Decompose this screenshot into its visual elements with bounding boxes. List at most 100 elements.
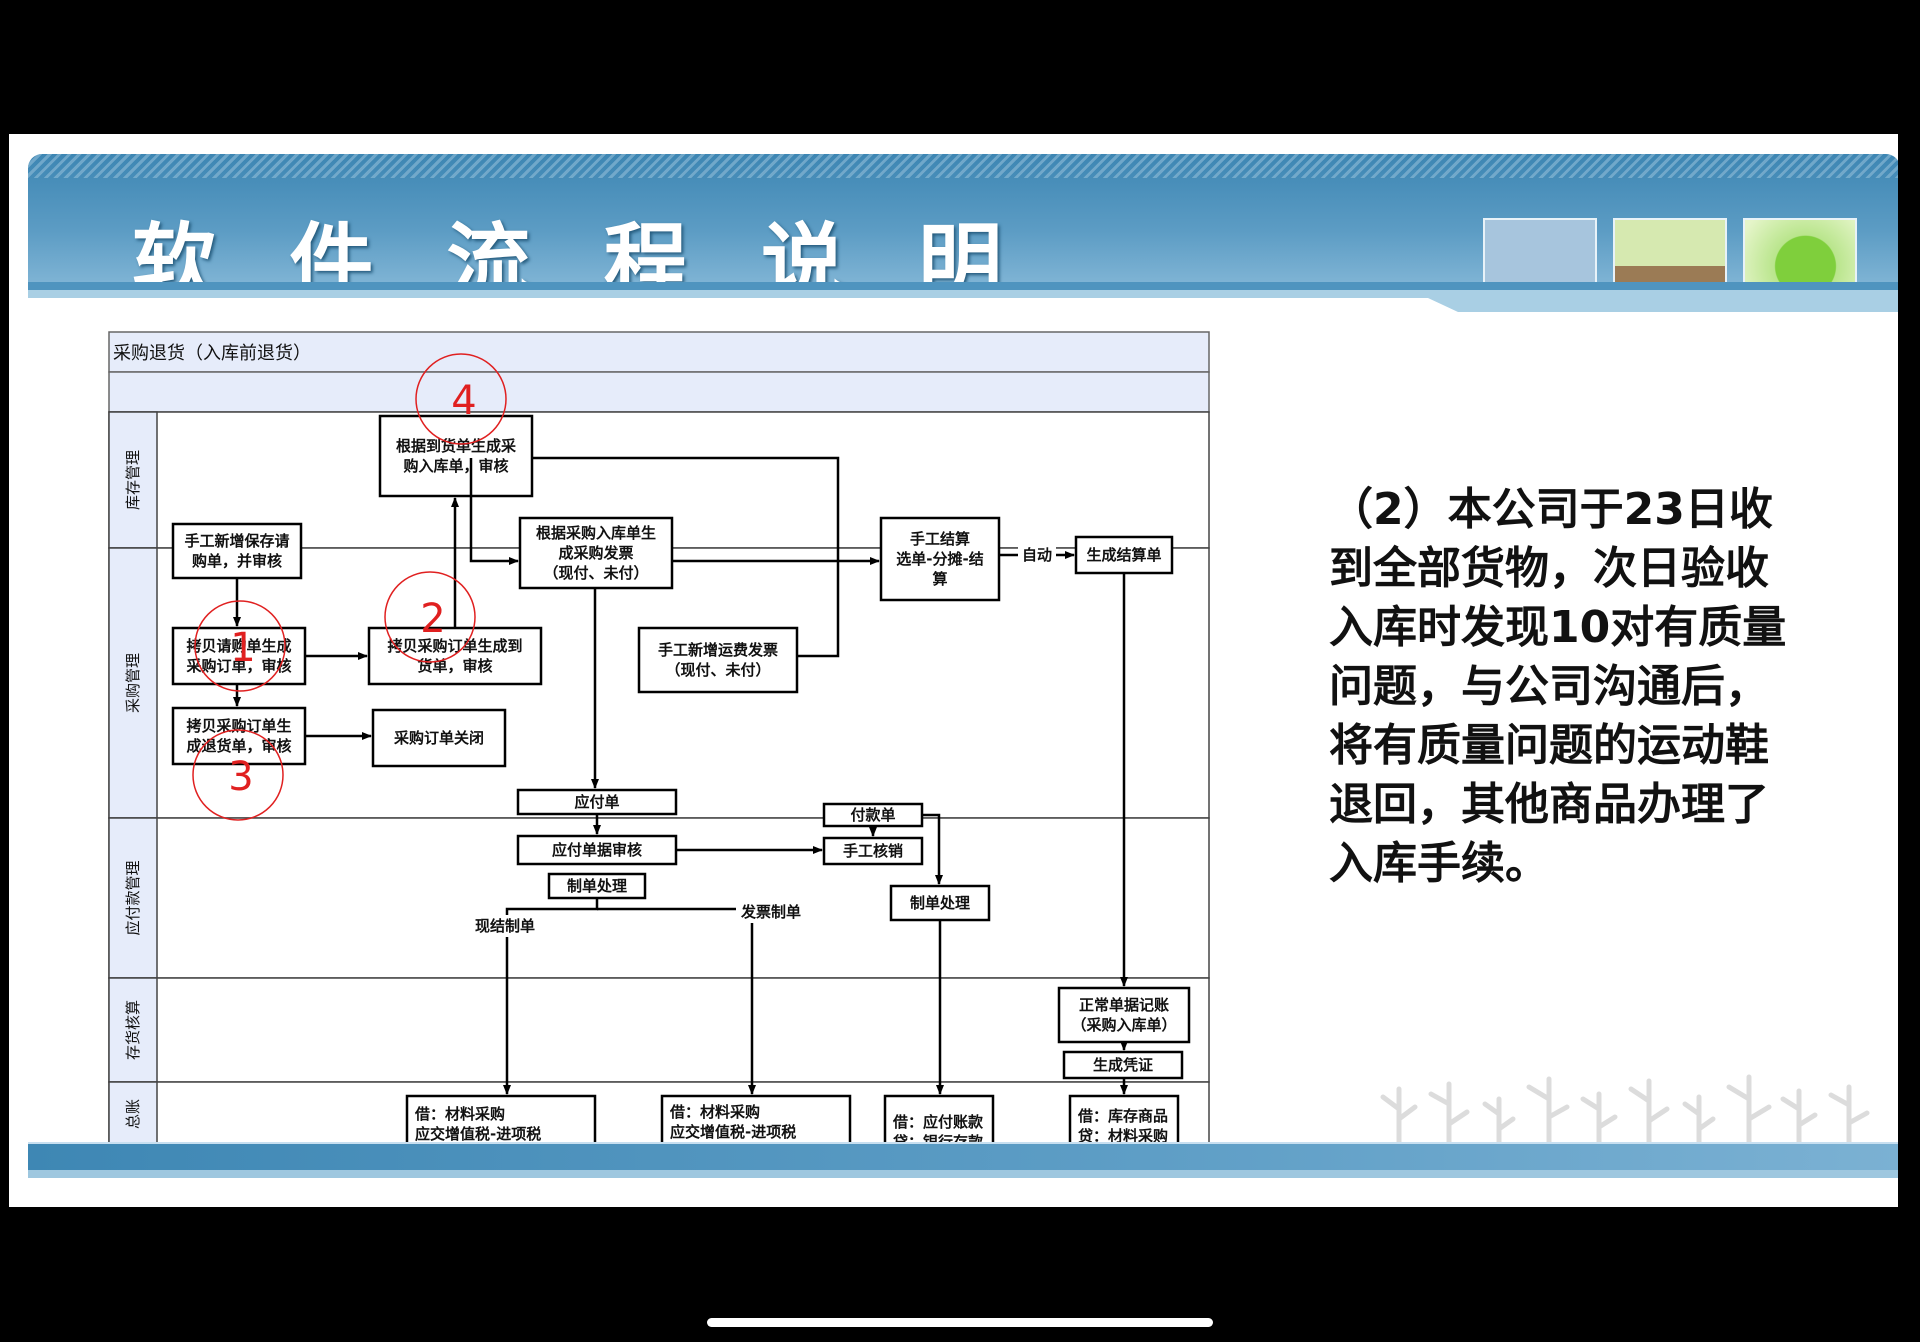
process-box-text: 生成结算单 — [1086, 546, 1161, 564]
process-box-text: 应付单据审核 — [552, 841, 642, 859]
edge-label: 发票制单 — [740, 903, 801, 921]
step-marker-number: 4 — [451, 378, 476, 424]
footer-line — [28, 1142, 1898, 1144]
process-box-text: 贷：材料采购 — [1078, 1127, 1168, 1145]
edge-label-bg — [1018, 544, 1056, 566]
process-box-text: 手工新增保存请 — [184, 532, 289, 550]
process-box — [660, 1094, 852, 1150]
process-box-text: 付款单 — [850, 806, 895, 824]
step-marker-circle — [384, 571, 476, 663]
process-box — [378, 414, 534, 498]
edge-label: 现结制单 — [475, 917, 535, 935]
connector-arrow — [469, 458, 519, 565]
edge-label-bg — [736, 901, 806, 923]
process-box-text: 选单-分摊-结 — [896, 550, 983, 568]
process-box-text: 拷贝采购订单生成到 — [387, 637, 522, 655]
step-marker-circle — [415, 353, 507, 445]
process-box-text: 借：材料采购 — [414, 1105, 505, 1123]
process-box-text: 根据到货单生成采 — [396, 437, 517, 455]
process-box — [405, 1094, 597, 1150]
footer-bar — [28, 1144, 1898, 1170]
process-box — [171, 706, 307, 766]
process-box — [371, 708, 507, 768]
process-box — [171, 626, 307, 686]
explanation-text: （2）本公司于23日收到全部货物，次日验收入库时发现10对有质量问题，与公司沟通… — [1329, 484, 1787, 889]
blue-square-image — [1483, 218, 1597, 282]
slide: 软 件 流 程 说 明 采购退货（入库前退货） 库存管理采购管理应付款管理存货核算… — [9, 134, 1898, 1207]
step-marker-number: 1 — [230, 625, 255, 671]
process-box-text: 购入库单，审核 — [403, 457, 508, 475]
process-box-text: （采购入库单） — [1071, 1016, 1176, 1034]
sprout-photo — [1613, 218, 1727, 282]
step-marker-number: 2 — [420, 596, 445, 642]
process-box-text: 正常单据记账 — [1079, 996, 1169, 1014]
process-box — [1057, 986, 1191, 1044]
process-box — [171, 522, 303, 580]
process-box — [1062, 1050, 1184, 1080]
swimlane-label: 存货核算 — [124, 1000, 142, 1060]
diagram-subheader-row — [108, 371, 1210, 413]
step-marker-circle — [192, 729, 284, 821]
plants-decoration — [1380, 1074, 1870, 1154]
step-marker-circle — [194, 600, 286, 692]
process-box-text: （现付、未付） — [665, 661, 770, 679]
process-box-text: 拷贝请购单生成 — [186, 637, 291, 655]
title-bar: 软 件 流 程 说 明 — [28, 154, 1898, 282]
process-box — [518, 516, 674, 590]
swimlane-header — [108, 817, 158, 979]
process-box-text: 拷贝采购订单生 — [186, 717, 291, 735]
swimlane — [108, 1081, 1210, 1147]
connector-arrow — [503, 898, 599, 1095]
slide-title: 软 件 流 程 说 明 — [132, 214, 1025, 282]
swimlane-header — [108, 547, 158, 819]
process-box-text: 借：应付账款 — [892, 1113, 984, 1131]
swimlane — [108, 977, 1210, 1083]
process-box-text: 应付单 — [574, 793, 619, 811]
swimlane-header — [108, 977, 158, 1083]
process-box-text: 根据采购入库单生 — [536, 524, 656, 542]
process-box-text: 算 — [932, 570, 947, 588]
process-box-text: 成退货单，审核 — [186, 737, 291, 755]
process-box — [516, 788, 678, 816]
leaf-photo — [1743, 218, 1857, 282]
process-box-text: 手工新增运费发票 — [658, 641, 778, 659]
diagram-header: 采购退货（入库前退货） — [113, 343, 311, 364]
process-box — [879, 516, 1001, 602]
home-indicator[interactable] — [707, 1318, 1213, 1327]
edge-label: 自动 — [1022, 546, 1052, 564]
process-box-text: 采购订单关闭 — [393, 729, 484, 747]
process-box-text: 应交增值税-进项税 — [415, 1125, 541, 1143]
step-marker-number: 3 — [228, 754, 253, 800]
process-box — [822, 836, 924, 866]
process-box-text: 借：库存商品 — [1077, 1107, 1168, 1125]
swimlane-label: 采购管理 — [124, 653, 142, 713]
process-box-text: 手工结算 — [910, 530, 970, 548]
edge-label-bg — [470, 915, 540, 937]
swimlane-label: 总账 — [124, 1099, 142, 1129]
process-box — [516, 834, 678, 866]
process-box-text: 手工核销 — [843, 842, 903, 860]
process-box — [883, 1094, 995, 1150]
title-bar-underline — [28, 282, 1898, 312]
process-box — [1068, 1094, 1180, 1150]
process-box-text: 应交增值税-进项税 — [670, 1123, 796, 1141]
connector-arrow — [532, 456, 840, 658]
title-bar-stripes — [28, 154, 1898, 178]
process-box — [889, 884, 991, 922]
process-box — [637, 626, 799, 694]
process-box-text: 采购订单，审核 — [185, 657, 291, 675]
process-box-text: 制单处理 — [910, 894, 970, 912]
swimlane-label: 库存管理 — [124, 450, 142, 510]
process-box-text: 制单处理 — [567, 877, 627, 895]
process-box-text: 生成凭证 — [1093, 1056, 1153, 1074]
process-box-text: （现付、未付） — [543, 564, 648, 582]
swimlane-label: 应付款管理 — [124, 860, 142, 935]
process-box-text: 成采购发票 — [558, 544, 633, 562]
footer-bar-light — [28, 1170, 1898, 1178]
connector-arrow — [922, 813, 943, 885]
swimlane-header — [108, 1081, 158, 1147]
process-box-text: 购单，并审核 — [192, 552, 282, 570]
process-box-text: 借：材料采购 — [669, 1103, 760, 1121]
process-box-text: 货单，审核 — [417, 657, 492, 675]
